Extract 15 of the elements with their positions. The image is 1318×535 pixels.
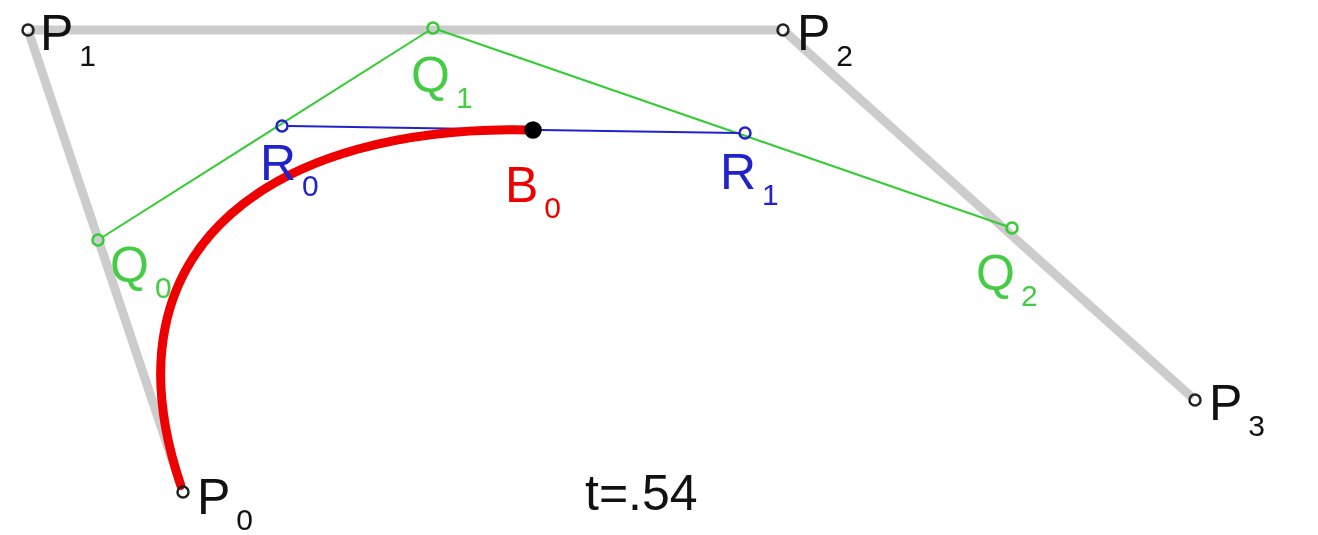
point-label: B$_{0}$ xyxy=(505,160,562,226)
connecting-line xyxy=(438,29,1007,227)
connecting-line xyxy=(30,25,781,35)
point-label: Q$_{2}$ xyxy=(976,248,1038,314)
point-label: P$_{2}$ xyxy=(797,8,854,74)
point-label: R$_{0}$ xyxy=(260,138,319,204)
point-label: Q$_{1}$ xyxy=(411,50,473,116)
connecting-line xyxy=(783,30,1195,400)
point-label: P$_{3}$ xyxy=(1209,378,1266,444)
point-label: R$_{1}$ xyxy=(720,147,779,213)
connecting-line xyxy=(102,30,429,238)
point-label: P$_{1}$ xyxy=(40,8,97,74)
point-label: Q$_{0}$ xyxy=(110,240,172,306)
point-label: P$_{0}$ xyxy=(197,472,254,535)
parameter-label: t=.54 xyxy=(585,468,698,518)
